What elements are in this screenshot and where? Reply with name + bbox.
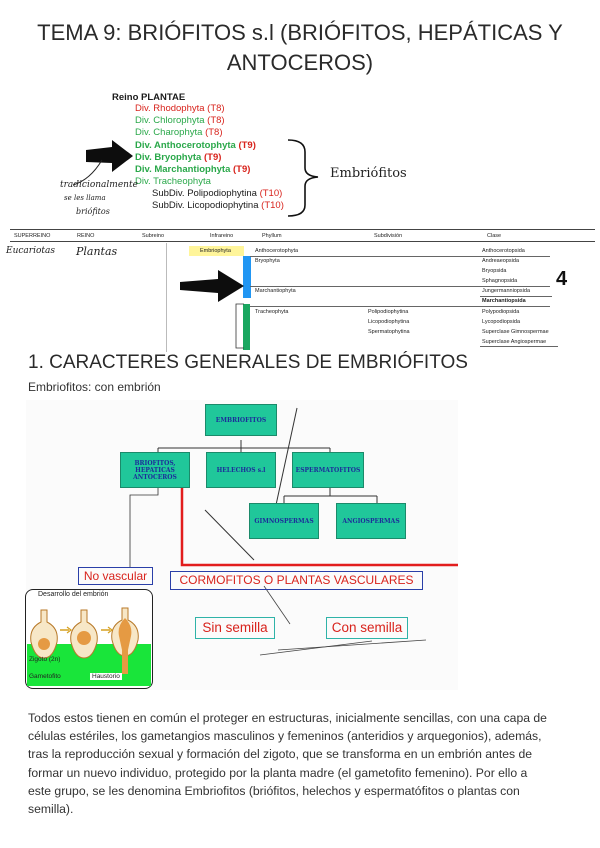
class-cell: Andreaeopsida [482,258,520,264]
classification-annotations [72,139,319,217]
table-header-subdivision: Subdivisión [374,233,403,239]
class-cell: Superclase Angiospermae [482,339,547,345]
page-title: TEMA 9: BRIÓFITOS s.l (BRIÓFITOS, HEPÁTI… [37,20,563,75]
table-top-rule [10,229,595,230]
haustorio-label: Haustorio [90,673,122,680]
section-subheading: Embriofitos: con embrión [28,380,161,394]
node-espermatofitos: ESPERMATOFITOS [292,452,364,488]
table-body [166,243,593,352]
node-embriofitos: EMBRIOFITOS [205,404,277,436]
table-header-clase: Clase [487,233,502,239]
table-header-phyllum: Phyllum [262,233,282,239]
table-row-rule [250,286,550,287]
subdivision-cell: Polipodiophytina [368,309,409,315]
table-header-subreino: Subreino [142,233,165,239]
class-cell: Polypodiopsida [482,309,520,315]
subdivision-cell: Spermatophytina [368,329,410,335]
page-number-badge: 4 [556,268,568,290]
body-paragraph: Todos estos tienen en común el proteger … [28,711,547,817]
table-row-rule [250,256,550,257]
table-row-rule [250,306,550,307]
division-row: Div. Rhodophyta (T8) [135,103,225,114]
table-header-reino: REINO [77,233,95,239]
division-row: Div. Charophyta (T8) [135,127,223,138]
class-cell: Anthocerotopsida [482,248,525,254]
node-gimnospermas: GIMNOSPERMAS [249,503,319,539]
node-briofitos: BRIOFITOS, HEPATICAS ANTOCEROS [120,452,190,488]
bryophyte-bar [243,256,251,298]
sin-semilla-label: Sin semilla [195,617,275,639]
node-helechos: HELECHOS s.l [206,452,276,488]
zigoto-label: Zigoto (2n) [29,656,61,663]
class-cell: Lycopodiopsida [482,319,521,325]
division-row: Div. Marchantiophyta (T9) [135,164,251,175]
class-cell: Marchantiopsida [482,298,526,304]
class-cell: Sphagnopsida [482,278,518,284]
class-cell: Jungermanniopsida [482,288,531,294]
division-row: Div. Chlorophyta (T8) [135,115,225,126]
no-vascular-label: No vascular [78,567,153,585]
tracheophyte-bar [243,304,250,350]
handwritten-note-3: briófitos [76,207,110,216]
division-row: Div. Bryophyta (T9) [135,152,222,163]
phylum-cell: Bryophyta [255,258,280,264]
gametofito-label: Gametofito [29,673,61,680]
table-header-rule [10,241,595,242]
arrow-icon [86,140,133,172]
phylum-cell: Marchantiophyta [255,288,296,294]
section-heading: 1. CARACTERES GENERALES DE EMBRIÓFITOS [28,352,468,373]
con-semilla-label: Con semilla [326,617,408,639]
infrareino-cell: Embriophyta [200,248,231,254]
handwritten-note-1: tradicionalmente [60,180,138,190]
phylum-cell: Anthocerotophyta [255,248,299,254]
classification-heading: Reino PLANTAE [112,92,186,103]
cormofitos-label: CORMOFITOS O PLANTAS VASCULARES [170,571,423,590]
class-cell: Superclase Gimnospermae [482,329,549,335]
handwritten-eucariotas: Eucariotas [6,246,55,256]
division-row: Div. Tracheophyta [135,176,211,187]
handwritten-plantas: Plantas [76,245,118,258]
subdivision-row: SubDiv. Licopodiophytina (T10) [152,200,284,211]
table-arrow-icon [180,270,244,302]
brace-icon [287,139,319,217]
table-bracket [235,303,244,349]
infrareino-highlight [189,246,244,256]
table-header-infrareino: Infrareino [210,233,234,239]
class-cell: Bryopsida [482,268,507,274]
node-angiospermas: ANGIOSPERMAS [336,503,406,539]
subdivision-row: SubDiv. Polipodiophytina (T10) [152,188,283,199]
division-row: Div. Anthocerotophyta (T9) [135,140,256,151]
handwritten-note-2: se les llama [64,194,106,202]
brace-label: Embriófitos [330,166,407,181]
embryo-panel-title: Desarrollo del embrión [38,591,109,598]
table-row-rule [480,346,558,347]
table-row-rule [480,296,552,297]
subdivision-cell: Licopodiophytina [368,319,410,325]
table-header-superreino: SUPERREINO [14,233,51,239]
embryo-illustration [27,607,151,686]
phylum-cell: Tracheophyta [255,309,289,315]
